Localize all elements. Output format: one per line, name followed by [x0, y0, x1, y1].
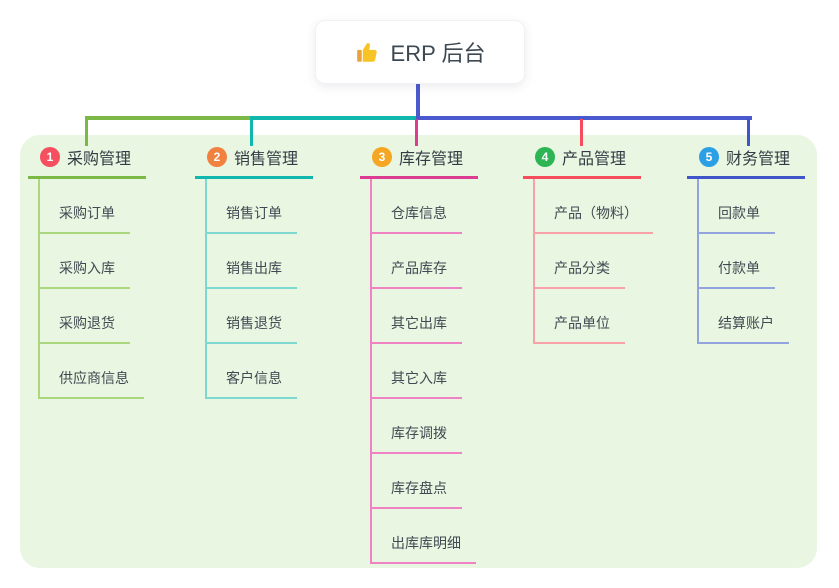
child-node-label: 产品单位 — [535, 313, 625, 344]
child-node-label: 回款单 — [699, 203, 775, 234]
child-node[interactable]: 付款单 — [699, 234, 837, 289]
branch-finance: 5 财务管理 回款单付款单结算账户 — [687, 145, 837, 344]
branch-children-list: 仓库信息产品库存其它出库其它入库库存调拨库存盘点出库库明细 — [370, 179, 510, 564]
drop-line-product — [580, 119, 583, 146]
child-node[interactable]: 采购订单 — [40, 179, 178, 234]
child-node-label: 销售退货 — [207, 313, 297, 344]
child-node-label: 供应商信息 — [40, 368, 144, 399]
child-node[interactable]: 出库库明细 — [372, 509, 510, 564]
branch-title-inventory[interactable]: 3 库存管理 — [360, 145, 478, 179]
branch-number-badge: 3 — [372, 147, 392, 167]
child-node[interactable]: 采购入库 — [40, 234, 178, 289]
branch-children-list: 销售订单销售出库销售退货客户信息 — [205, 179, 345, 399]
branch-number-badge: 5 — [699, 147, 719, 167]
child-node-label: 付款单 — [699, 258, 775, 289]
root-stem-line — [416, 82, 420, 118]
child-node-label: 采购订单 — [40, 203, 130, 234]
child-node[interactable]: 销售出库 — [207, 234, 345, 289]
drop-line-purchase — [85, 116, 88, 146]
child-node[interactable]: 结算账户 — [699, 289, 837, 344]
child-node-label: 出库库明细 — [372, 533, 476, 564]
branch-title-product[interactable]: 4 产品管理 — [523, 145, 641, 179]
drop-line-sales — [250, 116, 253, 146]
branch-children-list: 回款单付款单结算账户 — [697, 179, 837, 344]
child-node-label: 产品分类 — [535, 258, 625, 289]
bus-line-blue — [416, 116, 752, 120]
child-node-label: 结算账户 — [699, 313, 789, 344]
child-node-label: 其它出库 — [372, 313, 462, 344]
branch-children-list: 产品（物料） 产品分类产品单位 — [533, 179, 673, 344]
root-node[interactable]: ERP 后台 — [315, 20, 525, 84]
child-node[interactable]: 库存调拨 — [372, 399, 510, 454]
child-node[interactable]: 供应商信息 — [40, 344, 178, 399]
branch-title-sales[interactable]: 2 销售管理 — [195, 145, 313, 179]
branch-product: 4 产品管理 产品（物料） 产品分类产品单位 — [523, 145, 673, 344]
child-node-label: 其它入库 — [372, 368, 462, 399]
child-node-label: 产品库存 — [372, 258, 462, 289]
root-label: ERP 后台 — [390, 41, 486, 66]
child-node[interactable]: 产品库存 — [372, 234, 510, 289]
bus-line-teal — [252, 116, 418, 120]
child-node[interactable]: 回款单 — [699, 179, 837, 234]
drop-line-finance — [747, 119, 750, 146]
child-node[interactable]: 销售退货 — [207, 289, 345, 344]
branch-number-badge: 2 — [207, 147, 227, 167]
branch-sales: 2 销售管理 销售订单销售出库销售退货客户信息 — [195, 145, 345, 399]
child-node-label: 库存盘点 — [372, 478, 462, 509]
child-node-label: 库存调拨 — [372, 423, 462, 454]
child-node[interactable]: 仓库信息 — [372, 179, 510, 234]
branch-children-list: 采购订单采购入库采购退货供应商信息 — [38, 179, 178, 399]
drop-line-inventory — [415, 119, 418, 146]
child-node[interactable]: 库存盘点 — [372, 454, 510, 509]
branch-inventory: 3 库存管理 仓库信息产品库存其它出库其它入库库存调拨库存盘点出库库明细 — [360, 145, 510, 564]
branch-title-label: 库存管理 — [399, 151, 464, 168]
board-background — [20, 135, 817, 568]
child-node[interactable]: 其它入库 — [372, 344, 510, 399]
child-node-label: 仓库信息 — [372, 203, 462, 234]
branch-title-label: 财务管理 — [726, 151, 791, 168]
child-node-label: 销售出库 — [207, 258, 297, 289]
child-node-label: 客户信息 — [207, 368, 297, 399]
branch-number-badge: 1 — [40, 147, 60, 167]
child-node[interactable]: 产品分类 — [535, 234, 673, 289]
child-node-label: 产品（物料） — [535, 203, 653, 234]
child-node[interactable]: 产品单位 — [535, 289, 673, 344]
child-node[interactable]: 销售订单 — [207, 179, 345, 234]
branch-title-label: 产品管理 — [562, 151, 627, 168]
child-node[interactable]: 采购退货 — [40, 289, 178, 344]
child-node-label: 采购退货 — [40, 313, 130, 344]
bus-line-green — [86, 116, 254, 120]
child-node-label: 采购入库 — [40, 258, 130, 289]
branch-number-badge: 4 — [535, 147, 555, 167]
thumbs-up-icon — [355, 39, 381, 65]
branch-title-purchase[interactable]: 1 采购管理 — [28, 145, 146, 179]
branch-title-label: 采购管理 — [67, 151, 132, 168]
branch-purchase: 1 采购管理 采购订单采购入库采购退货供应商信息 — [28, 145, 178, 399]
child-node[interactable]: 客户信息 — [207, 344, 345, 399]
child-node[interactable]: 其它出库 — [372, 289, 510, 344]
branch-title-label: 销售管理 — [234, 151, 299, 168]
child-node[interactable]: 产品（物料） — [535, 179, 673, 234]
branch-title-finance[interactable]: 5 财务管理 — [687, 145, 805, 179]
child-node-label: 销售订单 — [207, 203, 297, 234]
